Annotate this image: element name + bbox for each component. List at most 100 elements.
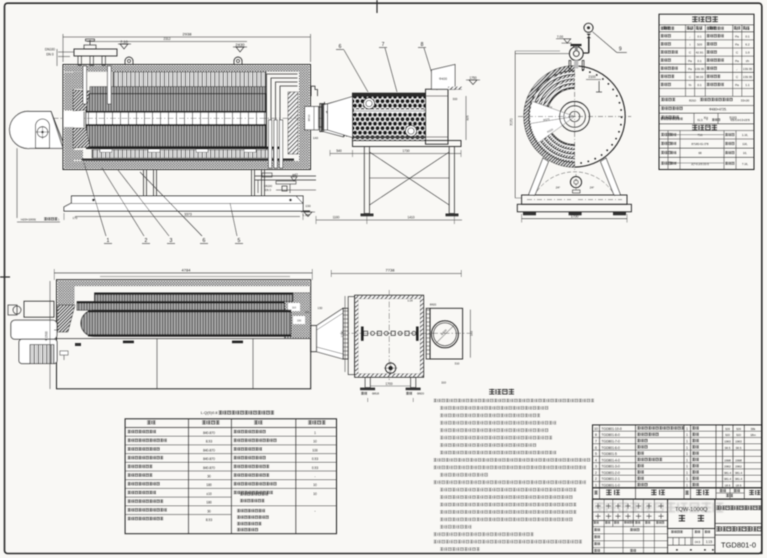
svg-text:2100: 2100 xyxy=(588,75,595,79)
svg-text:110: 110 xyxy=(305,310,310,314)
svg-text:1998: 1998 xyxy=(724,458,731,462)
svg-text:TGD801-2-1: TGD801-2-1 xyxy=(602,477,620,481)
svg-text:2: 2 xyxy=(595,477,597,481)
svg-text:925: 925 xyxy=(466,115,470,120)
svg-text:0.1: 0.1 xyxy=(745,35,750,39)
svg-text:98.33: 98.33 xyxy=(696,75,704,79)
svg-text:6.2: 6.2 xyxy=(745,27,750,31)
svg-text:33×20: 33×20 xyxy=(741,99,750,103)
svg-text:5193: 5193 xyxy=(729,116,736,120)
svg-text:TGD801-4-0: TGD801-4-0 xyxy=(602,458,620,462)
svg-text:TGD801-8-0: TGD801-8-0 xyxy=(602,433,620,437)
svg-text:540: 540 xyxy=(336,149,342,153)
svg-text:2938: 2938 xyxy=(183,32,193,37)
svg-text:170: 170 xyxy=(73,216,78,220)
svg-text:TGD801-0: TGD801-0 xyxy=(721,541,756,550)
svg-text:DN100: DN100 xyxy=(45,48,55,52)
svg-text:435×5.6×0.5×2578: 435×5.6×0.5×2578 xyxy=(730,119,750,122)
svg-text:100: 100 xyxy=(312,448,318,452)
svg-text:TGD801-7-0: TGD801-7-0 xyxy=(602,440,620,444)
svg-text:110: 110 xyxy=(292,306,297,310)
svg-text:381.4: 381.4 xyxy=(724,471,732,475)
svg-text:381.4: 381.4 xyxy=(724,477,732,481)
svg-text:300: 300 xyxy=(453,97,458,101)
svg-text:Pa: Pa xyxy=(688,67,692,71)
svg-text:Φ500: Φ500 xyxy=(440,328,448,336)
svg-text:1730: 1730 xyxy=(402,149,409,153)
svg-text:4784: 4784 xyxy=(182,267,192,272)
svg-text:1: 1 xyxy=(686,440,688,444)
svg-text:t/h: t/h xyxy=(746,59,750,63)
svg-text:7.00: 7.00 xyxy=(557,35,563,39)
svg-text:Φ620: Φ620 xyxy=(430,303,437,307)
svg-text:Φ1500: Φ1500 xyxy=(45,331,49,341)
svg-text:1410: 1410 xyxy=(407,216,414,220)
svg-text:139.35: 139.35 xyxy=(743,75,753,79)
svg-text:L-Q(S)0.8: L-Q(S)0.8 xyxy=(201,411,218,415)
svg-text:9: 9 xyxy=(619,47,622,53)
svg-text:18m: 18m xyxy=(750,433,756,437)
svg-text:139.35: 139.35 xyxy=(695,67,705,71)
svg-text:R570: R570 xyxy=(543,117,550,122)
svg-text:5: 5 xyxy=(238,238,241,244)
svg-text:DN 0: DN 0 xyxy=(265,188,271,192)
svg-text:Φ820: Φ820 xyxy=(417,392,424,396)
svg-text:2962: 2962 xyxy=(724,465,731,469)
svg-text:TQW-1000Q: TQW-1000Q xyxy=(675,507,708,513)
svg-text:6.2: 6.2 xyxy=(745,43,750,47)
svg-text:840-870: 840-870 xyxy=(203,431,215,435)
svg-text:1: 1 xyxy=(686,458,688,462)
svg-text:1.188: 1.188 xyxy=(303,213,310,217)
svg-text:%: % xyxy=(689,83,692,87)
svg-text:Pa: Pa xyxy=(735,83,739,87)
svg-text:H20=1000(: H20=1000( xyxy=(21,218,36,222)
svg-text:0.1: 0.1 xyxy=(697,83,702,87)
svg-text:381.4: 381.4 xyxy=(735,471,743,475)
svg-text:,·: ,· xyxy=(736,67,738,71)
svg-text:2: 2 xyxy=(595,471,597,475)
svg-text:140: 140 xyxy=(313,136,318,140)
svg-text:8210·: 8210· xyxy=(689,99,697,103)
svg-text:Φ480×4725.: Φ480×4725. xyxy=(709,107,727,111)
svg-text:R670: R670 xyxy=(545,104,553,110)
svg-text:8.93: 8.93 xyxy=(206,440,212,444)
svg-text:TGD801-6-0: TGD801-6-0 xyxy=(602,446,620,450)
svg-text:DN 0: DN 0 xyxy=(46,53,53,57)
svg-text:): ) xyxy=(58,218,59,222)
svg-text:0.93: 0.93 xyxy=(312,466,318,470)
svg-text:C: C xyxy=(736,51,739,55)
svg-text:1.1: 1.1 xyxy=(745,83,750,87)
svg-text:320: 320 xyxy=(736,433,741,437)
svg-text:-: - xyxy=(314,508,316,513)
svg-text:±10: ±10 xyxy=(206,492,212,496)
svg-text:180: 180 xyxy=(206,501,212,505)
svg-text:1: 1 xyxy=(686,465,688,469)
svg-text:1963: 1963 xyxy=(735,440,742,444)
svg-text:329: 329 xyxy=(725,427,730,431)
svg-text:C: C xyxy=(689,75,692,79)
svg-text:7.16,: 7.16, xyxy=(742,162,748,166)
svg-text:Pa: Pa xyxy=(688,59,692,63)
svg-text:10: 10 xyxy=(594,427,598,431)
svg-text:TGD801-1-0: TGD801-1-0 xyxy=(602,484,620,488)
svg-text:0.1: 0.1 xyxy=(697,35,702,39)
svg-text:0.1: 0.1 xyxy=(697,59,702,63)
svg-text:Pa: Pa xyxy=(735,35,739,39)
svg-text:310: 310 xyxy=(455,362,460,366)
svg-text:30: 30 xyxy=(207,475,211,479)
svg-text:1: 1 xyxy=(686,427,688,431)
svg-text:3373: 3373 xyxy=(184,213,192,217)
svg-text:Φ818: Φ818 xyxy=(372,392,379,396)
svg-text:320: 320 xyxy=(697,43,702,47)
svg-text:139.35: 139.35 xyxy=(743,67,753,71)
svg-text:61.5: 61.5 xyxy=(697,118,703,122)
svg-text:130: 130 xyxy=(297,319,302,323)
svg-text:1: 1 xyxy=(686,477,688,481)
svg-text:φ42: φ42 xyxy=(292,173,298,177)
svg-text:38k: 38k xyxy=(751,427,756,431)
svg-text:1750: 1750 xyxy=(469,76,476,80)
svg-text:7: 7 xyxy=(595,440,597,444)
svg-text:840-870: 840-870 xyxy=(203,448,215,452)
svg-text:130: 130 xyxy=(318,306,323,310)
svg-text:1: 1 xyxy=(595,484,597,488)
